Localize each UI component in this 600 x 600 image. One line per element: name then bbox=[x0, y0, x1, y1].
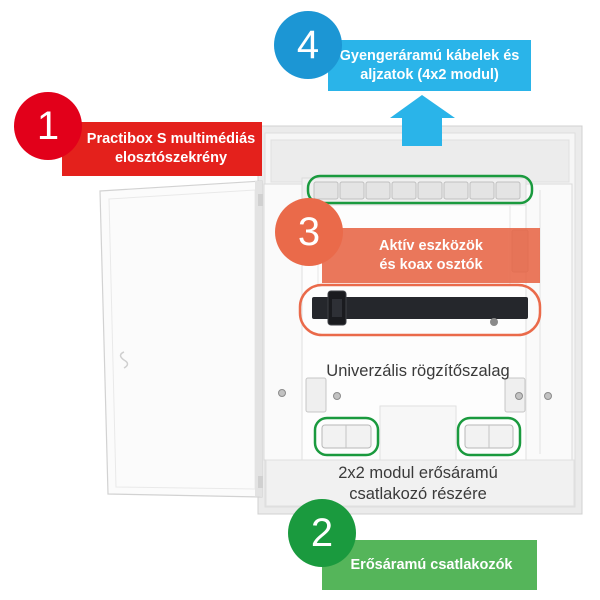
fixing-clip-right bbox=[504, 377, 526, 413]
callout-line: Practibox S multimédiás bbox=[86, 131, 256, 147]
terminal-block bbox=[339, 181, 365, 200]
low-voltage-module-outline bbox=[306, 174, 534, 205]
callout-line: Aktív eszközök bbox=[379, 237, 483, 254]
socket-divider-panel bbox=[379, 405, 457, 461]
mounting-strap bbox=[312, 290, 528, 326]
callout-line: Gyengeráramú kábelek és bbox=[339, 47, 520, 64]
active-devices-outline bbox=[298, 283, 542, 337]
callout-number-3: 3 bbox=[275, 198, 343, 266]
socket-outline-left bbox=[313, 416, 380, 457]
annotation-line: 2x2 modul erősáramú bbox=[338, 464, 498, 482]
callout-line: és koax osztók bbox=[379, 256, 483, 273]
callout-number-2: 2 bbox=[288, 499, 356, 567]
screw bbox=[333, 392, 341, 400]
door-edge bbox=[255, 181, 262, 497]
callout-box-power-sockets: Erősáramú csatlakozók bbox=[322, 540, 537, 590]
power-socket-right bbox=[464, 424, 514, 449]
strap-screw bbox=[490, 318, 498, 326]
cabinet-door bbox=[99, 180, 263, 498]
callout-number-4: 4 bbox=[274, 11, 342, 79]
callout-box-active-devices: Aktív eszközök és koax osztók bbox=[322, 228, 540, 283]
socket-outline-right bbox=[456, 416, 522, 457]
screw bbox=[515, 392, 523, 400]
callout-line: Erősáramú csatlakozók bbox=[350, 556, 513, 573]
door-panel bbox=[99, 180, 263, 498]
callout-number-1: 1 bbox=[14, 92, 82, 160]
arrow-up-icon bbox=[390, 95, 455, 146]
terminal-block bbox=[313, 181, 339, 200]
strap-buckle-slot bbox=[332, 299, 342, 317]
annotation-line: Univerzális rögzítőszalag bbox=[326, 362, 510, 380]
screws bbox=[278, 389, 552, 400]
callout-box-low-voltage: Gyengeráramú kábelek és aljzatok (4x2 mo… bbox=[328, 40, 531, 91]
callout-box-cabinet: Practibox S multimédiás elosztószekrény bbox=[62, 122, 262, 176]
terminal-block bbox=[365, 181, 391, 200]
door-hinge-bottom bbox=[258, 476, 263, 488]
callout-line: aljzatok (4x2 modul) bbox=[360, 66, 499, 83]
terminal-block bbox=[443, 181, 469, 200]
terminal-block-row bbox=[313, 181, 521, 200]
right-cover-strip bbox=[525, 183, 573, 461]
annotation-line: csatlakozó részére bbox=[349, 485, 487, 503]
terminal-block bbox=[469, 181, 495, 200]
socket-space-annotation: 2x2 modul erősáramú csatlakozó részére bbox=[288, 463, 548, 505]
lower-fixing-clips bbox=[305, 377, 526, 413]
terminal-block bbox=[417, 181, 443, 200]
fixing-clip-left bbox=[305, 377, 327, 413]
screw bbox=[544, 392, 552, 400]
bottom-base bbox=[265, 459, 575, 507]
terminal-block bbox=[391, 181, 417, 200]
callout-line: elosztószekrény bbox=[114, 150, 228, 166]
power-socket-left bbox=[321, 424, 372, 449]
door-logo bbox=[119, 351, 129, 369]
strap-annotation: Univerzális rögzítőszalag bbox=[288, 361, 548, 382]
terminal-block bbox=[495, 181, 521, 200]
door-hinge-top bbox=[258, 194, 263, 206]
screw bbox=[278, 389, 286, 397]
strap-band bbox=[312, 297, 528, 319]
